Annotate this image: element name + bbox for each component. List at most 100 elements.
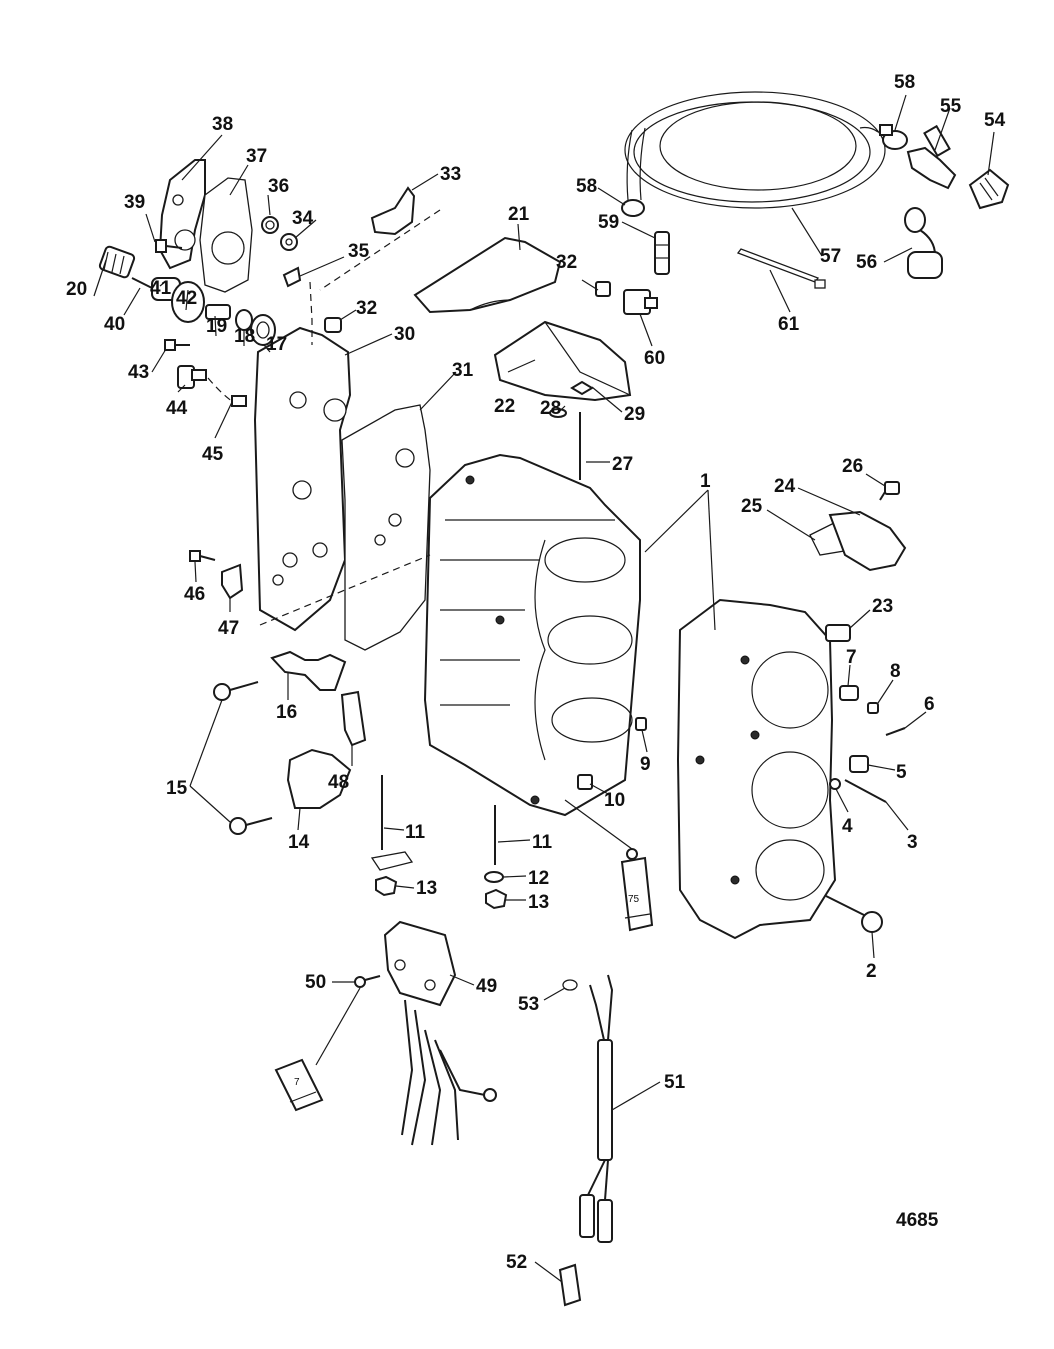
plate-11 [370, 851, 414, 871]
hose-barb-fitting [654, 231, 670, 275]
callout-60: 60 [644, 348, 665, 369]
harness-51 [579, 974, 614, 1243]
callout-15: 15 [166, 778, 188, 799]
nut-4 [829, 778, 841, 790]
callout-56: 56 [856, 252, 877, 273]
callout-36: 36 [268, 176, 289, 197]
bracket-33 [370, 186, 416, 236]
washer-34 [280, 233, 298, 251]
screw-39 [155, 239, 183, 253]
plug-23 [825, 624, 851, 642]
crankcase-cover [676, 598, 837, 940]
bolt-15-upper [213, 681, 259, 701]
callout-12: 12 [528, 868, 549, 889]
plug-9 [635, 717, 647, 731]
callout-58-lower: 58 [576, 176, 597, 197]
callout-21: 21 [508, 204, 530, 225]
callout-32-upper: 32 [556, 252, 577, 273]
callout-9: 9 [640, 754, 651, 775]
callout-2: 2 [866, 961, 877, 982]
callout-11-right: 11 [532, 832, 553, 853]
spring-35 [282, 266, 302, 288]
cover-30 [253, 326, 352, 632]
sealant-tube-7: 7 [274, 1058, 324, 1112]
plug-32-upper [595, 281, 611, 297]
callout-10: 10 [604, 790, 625, 811]
screw-46 [189, 550, 216, 562]
sealant-tube-75: 75 [620, 848, 654, 932]
rectifier-wires [401, 999, 497, 1146]
fitting-7 [839, 685, 859, 701]
callout-7: 7 [846, 647, 857, 668]
callout-11-left: 11 [405, 822, 426, 843]
fitting-6 [885, 727, 906, 736]
wire-45 [207, 377, 247, 407]
clamp-14 [286, 748, 352, 809]
callout-33: 33 [440, 164, 461, 185]
fitting-19 [205, 304, 231, 320]
callout-59: 59 [598, 212, 619, 233]
callout-43: 43 [128, 362, 149, 383]
callout-6: 6 [924, 694, 935, 715]
gasket-31 [341, 404, 431, 651]
callout-53: 53 [518, 994, 539, 1015]
callout-5: 5 [896, 762, 907, 783]
callout-17: 17 [266, 334, 287, 355]
elbow-fitting [623, 289, 658, 315]
screw-26 [879, 481, 900, 501]
cover-plate-21 [413, 236, 562, 314]
callout-8: 8 [890, 661, 901, 682]
callout-34: 34 [292, 208, 314, 229]
bolt-2 [825, 895, 883, 933]
rectifier-49 [383, 920, 457, 1007]
callout-22: 22 [494, 396, 515, 417]
gasket-37 [199, 177, 253, 293]
callout-labels: 1 2 3 4 5 6 7 8 9 10 11 11 12 13 13 14 1… [66, 72, 1006, 1273]
callout-26: 26 [842, 456, 863, 477]
plunger-40 [131, 277, 153, 289]
nut-13-right [485, 888, 508, 910]
fuel-connector-nut [968, 168, 1010, 210]
callout-42: 42 [176, 288, 197, 309]
callout-57: 57 [820, 246, 841, 267]
clamp-16 [270, 650, 347, 691]
callout-38: 38 [212, 114, 233, 135]
bolt-15-lower [229, 817, 273, 835]
callout-31: 31 [452, 360, 474, 381]
screw-50 [354, 975, 381, 988]
callout-27: 27 [612, 454, 633, 475]
plug-8 [867, 702, 879, 714]
callout-44: 44 [166, 398, 188, 419]
leader-lines [93, 94, 995, 1283]
callout-14: 14 [288, 832, 310, 853]
callout-18: 18 [234, 326, 255, 347]
callout-13-right: 13 [528, 892, 549, 913]
figure-number: 4685 [896, 1210, 939, 1231]
plug-32-lower [324, 317, 342, 333]
sleeve-5 [849, 755, 869, 773]
cover-24 [828, 510, 907, 572]
cylinder-block [423, 453, 641, 817]
washer-12 [484, 871, 504, 883]
fitting-44 [177, 365, 207, 389]
callout-37: 37 [246, 146, 267, 167]
washer-28 [549, 408, 567, 418]
callout-35: 35 [348, 241, 370, 262]
cover-plate-22 [493, 320, 632, 402]
fuel-connector-fitting [906, 124, 957, 190]
fuel-hose-coil [624, 91, 886, 209]
callout-41: 41 [150, 278, 172, 299]
tube-7-label: 7 [294, 1077, 300, 1088]
callout-30: 30 [394, 324, 415, 345]
callout-55: 55 [940, 96, 962, 117]
callout-40: 40 [104, 314, 125, 335]
clip-47 [221, 563, 244, 600]
callout-20: 20 [66, 279, 87, 300]
hose-clamp-lower [621, 199, 645, 217]
wing-nut-29 [570, 380, 594, 396]
screw-3 [844, 779, 887, 803]
screw-43 [164, 339, 190, 351]
callout-16: 16 [276, 702, 297, 723]
callout-25: 25 [741, 496, 763, 517]
callout-51: 51 [664, 1072, 686, 1093]
